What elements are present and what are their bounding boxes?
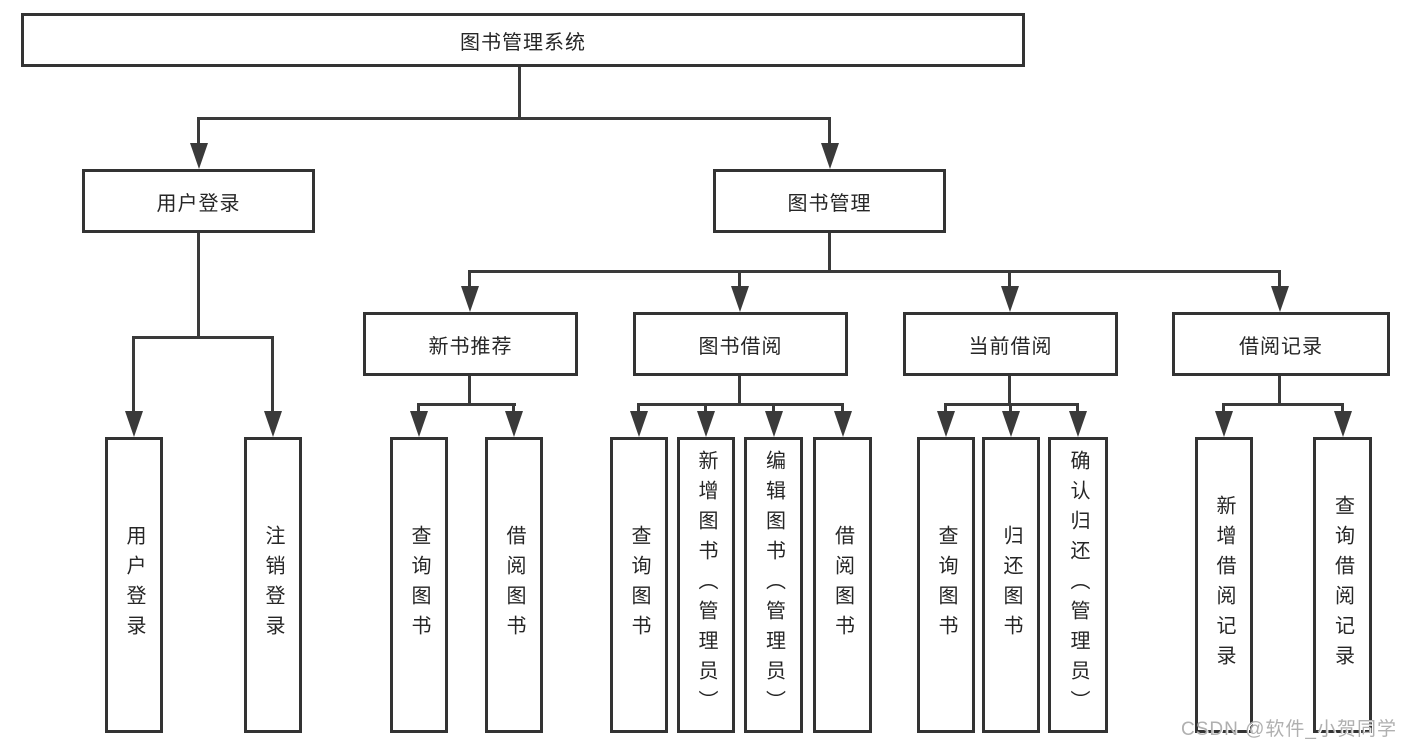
arrow-down-icon bbox=[264, 411, 282, 437]
connector-drop-current-borrowing bbox=[1008, 270, 1011, 290]
leaf-label: 归还图书 bbox=[1000, 525, 1022, 645]
node-current-borrowing: 当前借阅 bbox=[903, 312, 1118, 376]
leaf-edit-books-admin: 编辑图书（管理员） bbox=[744, 437, 803, 733]
arrow-down-icon bbox=[461, 286, 479, 312]
node-new-book-recommendation: 新书推荐 bbox=[363, 312, 578, 376]
connector-drop-leaf bbox=[1222, 403, 1225, 415]
connector-drop-book-borrowing bbox=[738, 270, 741, 290]
leaf-label: 借阅图书 bbox=[503, 525, 525, 645]
connector-drop-leaf bbox=[944, 403, 947, 415]
node-label: 新书推荐 bbox=[428, 335, 513, 358]
leaf-query-books-borrowing: 查询图书 bbox=[610, 437, 668, 733]
node-label: 图书借阅 bbox=[698, 335, 783, 358]
connector-drop-leaf bbox=[417, 403, 420, 415]
connector-bookborrow-split bbox=[637, 403, 844, 406]
connector-bookmgmt-split bbox=[468, 270, 1281, 273]
connector-newbooks-split bbox=[417, 403, 516, 406]
connector-drop-leaf bbox=[772, 403, 775, 415]
connector-drop-leaf bbox=[1076, 403, 1079, 415]
connector-drop-leaf-user-login bbox=[132, 336, 135, 415]
arrow-down-icon bbox=[765, 411, 783, 437]
leaf-user-login: 用户登录 bbox=[105, 437, 163, 733]
leaf-query-books-current: 查询图书 bbox=[917, 437, 975, 733]
leaf-label: 确认归还（管理员） bbox=[1067, 450, 1089, 720]
leaf-label: 查询图书 bbox=[935, 525, 957, 645]
csdn-watermark: CSDN @软件_小贺同学 bbox=[1181, 719, 1397, 740]
node-label: 当前借阅 bbox=[968, 335, 1053, 358]
arrow-down-icon bbox=[1001, 286, 1019, 312]
node-book-management: 图书管理 bbox=[713, 169, 946, 233]
arrow-down-icon bbox=[834, 411, 852, 437]
leaf-label: 借阅图书 bbox=[831, 525, 854, 645]
leaf-return-books: 归还图书 bbox=[982, 437, 1040, 733]
arrow-down-icon bbox=[1069, 411, 1087, 437]
connector-drop-borrowing-records bbox=[1278, 270, 1281, 290]
leaf-borrow-books-borrowing: 借阅图书 bbox=[813, 437, 872, 733]
node-label: 图书管理 bbox=[787, 192, 872, 215]
leaf-borrow-books-newbook: 借阅图书 bbox=[485, 437, 543, 733]
connector-drop-leaf bbox=[704, 403, 707, 415]
arrow-down-icon bbox=[1271, 286, 1289, 312]
leaf-confirm-return-admin: 确认归还（管理员） bbox=[1048, 437, 1108, 733]
leaf-label: 查询图书 bbox=[628, 525, 650, 645]
leaf-add-books-admin: 新增图书（管理员） bbox=[677, 437, 735, 733]
connector-bookmgmt-stem bbox=[828, 233, 831, 273]
leaf-label: 查询图书 bbox=[408, 525, 430, 645]
leaf-query-books-newbook: 查询图书 bbox=[390, 437, 448, 733]
arrow-down-icon bbox=[410, 411, 428, 437]
leaf-query-borrow-record: 查询借阅记录 bbox=[1313, 437, 1372, 733]
connector-currentborrow-stem bbox=[1008, 376, 1011, 406]
leaf-label: 注销登录 bbox=[262, 525, 284, 645]
connector-root-split bbox=[197, 117, 831, 120]
connector-drop-leaf bbox=[1009, 403, 1012, 415]
arrow-down-icon bbox=[1002, 411, 1020, 437]
connector-drop-book-management bbox=[828, 117, 831, 147]
arrow-down-icon bbox=[630, 411, 648, 437]
leaf-label: 查询借阅记录 bbox=[1331, 495, 1354, 675]
leaf-label: 新增借阅记录 bbox=[1213, 495, 1235, 675]
connector-newbooks-stem bbox=[468, 376, 471, 406]
connector-drop-leaf bbox=[841, 403, 844, 415]
node-book-borrowing: 图书借阅 bbox=[633, 312, 848, 376]
leaf-label: 编辑图书（管理员） bbox=[762, 450, 785, 720]
leaf-label: 新增图书（管理员） bbox=[695, 450, 717, 720]
arrow-down-icon bbox=[505, 411, 523, 437]
connector-drop-user-login bbox=[197, 117, 200, 147]
node-borrowing-records: 借阅记录 bbox=[1172, 312, 1390, 376]
node-label: 图书管理系统 bbox=[460, 31, 586, 54]
arrow-down-icon bbox=[937, 411, 955, 437]
leaf-add-borrow-record: 新增借阅记录 bbox=[1195, 437, 1253, 733]
arrow-down-icon bbox=[190, 143, 208, 169]
leaf-logout: 注销登录 bbox=[244, 437, 302, 733]
connector-bookborrow-stem bbox=[738, 376, 741, 406]
node-user-login: 用户登录 bbox=[82, 169, 315, 233]
arrow-down-icon bbox=[731, 286, 749, 312]
connector-records-stem bbox=[1278, 376, 1281, 406]
connector-drop-leaf-logout bbox=[271, 336, 274, 415]
connector-root-stem bbox=[518, 67, 521, 119]
connector-drop-leaf bbox=[512, 403, 515, 415]
node-label: 用户登录 bbox=[156, 192, 241, 215]
connector-userlogin-stem bbox=[197, 233, 200, 339]
connector-records-split bbox=[1222, 403, 1343, 406]
arrow-down-icon bbox=[125, 411, 143, 437]
leaf-label: 用户登录 bbox=[123, 525, 145, 645]
connector-userlogin-split bbox=[132, 336, 274, 339]
arrow-down-icon bbox=[1334, 411, 1352, 437]
node-label: 借阅记录 bbox=[1239, 335, 1323, 358]
arrow-down-icon bbox=[697, 411, 715, 437]
connector-drop-leaf bbox=[637, 403, 640, 415]
connector-drop-leaf bbox=[1341, 403, 1344, 415]
node-root-book-management-system: 图书管理系统 bbox=[21, 13, 1025, 67]
arrow-down-icon bbox=[1215, 411, 1233, 437]
arrow-down-icon bbox=[821, 143, 839, 169]
connector-drop-new-books bbox=[468, 270, 471, 290]
